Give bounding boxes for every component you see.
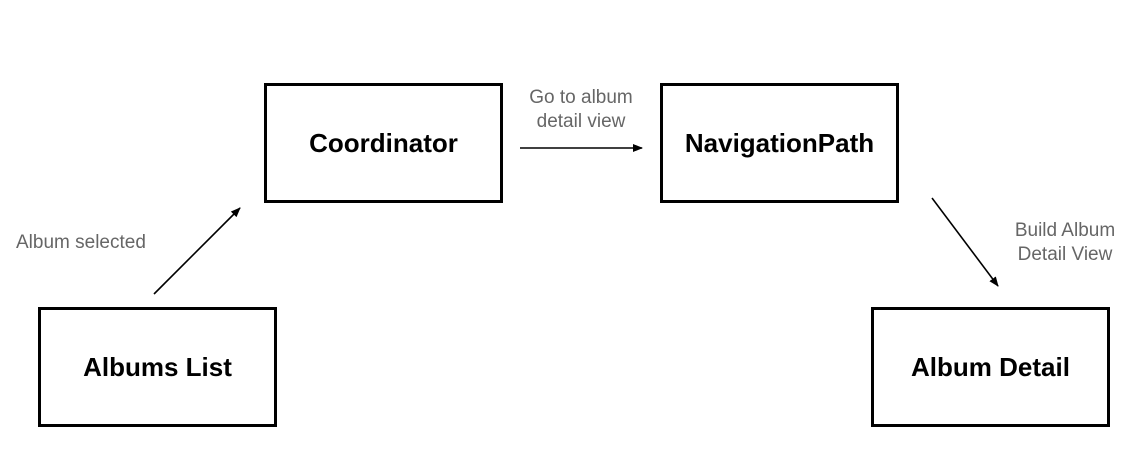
edge-label-line: Detail View (1017, 244, 1113, 265)
node-album-detail: Album Detail (871, 307, 1110, 427)
arrow-albums-to-coordinator (153, 207, 241, 295)
edge-label-go-to-album-detail-view: Go to album detail view (511, 86, 651, 134)
node-navigation-path: NavigationPath (660, 83, 899, 203)
node-albums-list-label: Albums List (83, 351, 232, 382)
edge-label-line: Build Album (1014, 220, 1116, 241)
arrow-navigation-to-detail (931, 197, 999, 287)
edge-label-line: detail view (536, 111, 626, 132)
edge-label-build-album-detail-view: Build Album Detail View (1000, 219, 1130, 267)
node-album-detail-label: Album Detail (911, 351, 1070, 382)
edge-label-line: Album selected (16, 232, 146, 253)
edge-label-line: Go to album (529, 87, 633, 108)
node-coordinator: Coordinator (264, 83, 503, 203)
node-navigation-path-label: NavigationPath (684, 127, 875, 158)
node-coordinator-label: Coordinator (309, 127, 458, 158)
edge-label-album-selected: Album selected (16, 231, 146, 255)
node-albums-list: Albums List (38, 307, 277, 427)
